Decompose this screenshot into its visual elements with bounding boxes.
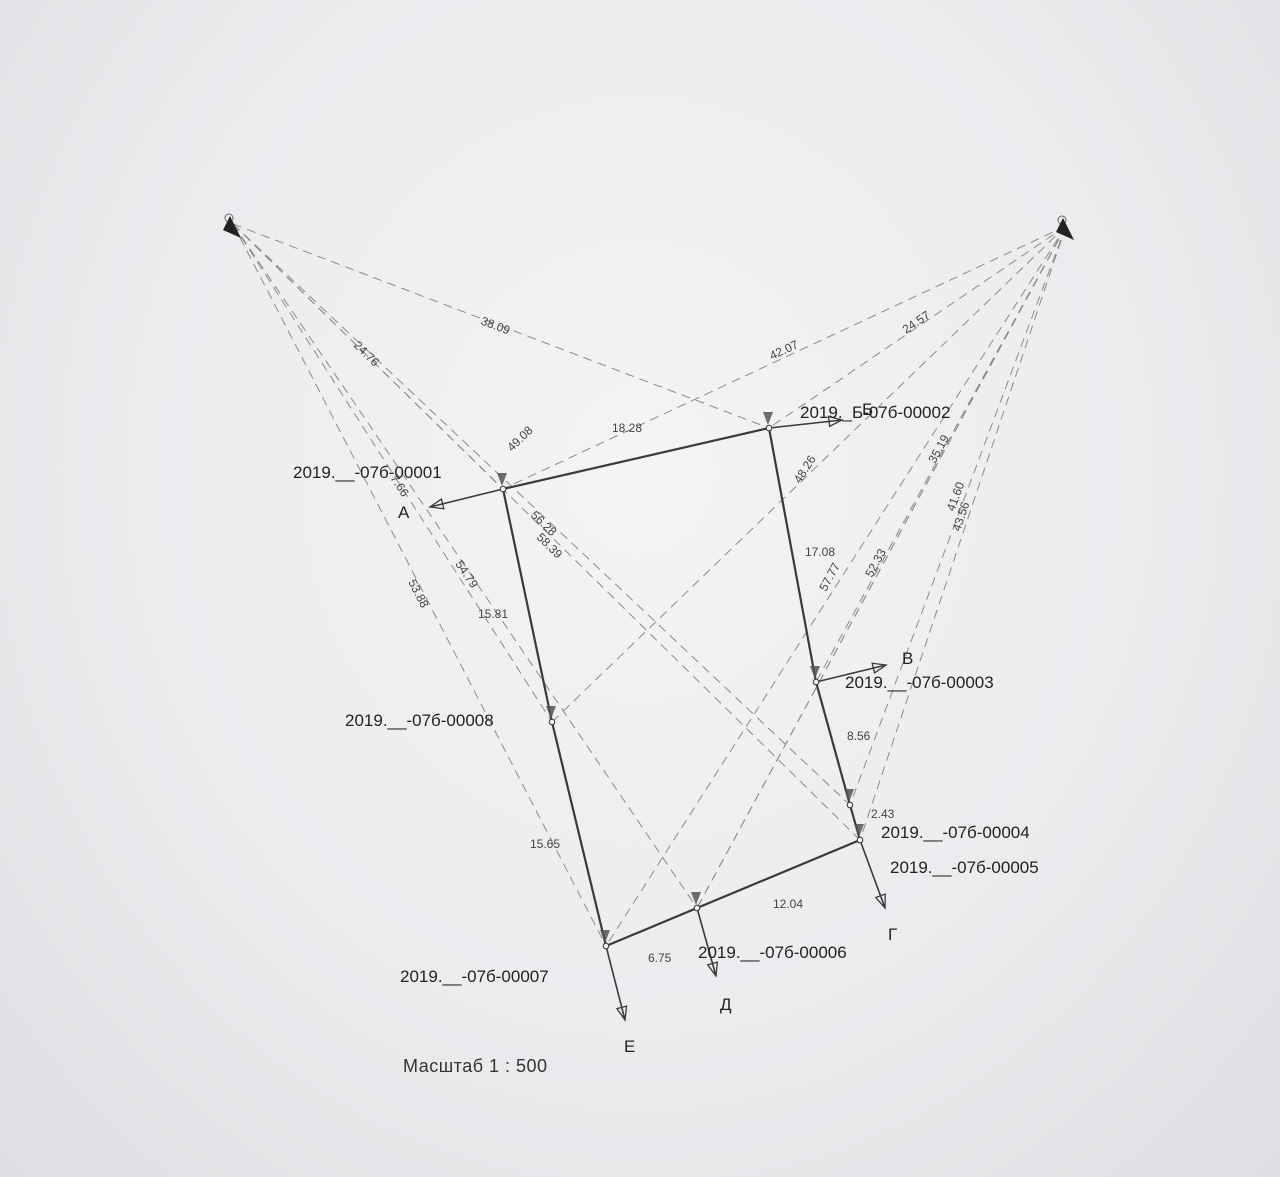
point-wedge-icon [763, 412, 773, 425]
control-ray-line [232, 223, 851, 806]
arrowhead-icon [428, 497, 445, 510]
arrowhead-icon [871, 662, 888, 674]
point-label: 2019.__-07б-00001 [293, 463, 442, 482]
ray-length-label: 49.08 [504, 423, 536, 454]
direction-letter: А [398, 503, 410, 522]
control-ray-line [859, 225, 1067, 841]
point-label: 2019.__-07б-00004 [881, 823, 1030, 842]
arrowhead-icon [874, 893, 886, 910]
boundary-segment [550, 721, 608, 947]
survey-point-marker [499, 485, 507, 493]
point-wedge-icon [546, 706, 556, 719]
survey-point-marker [812, 678, 820, 686]
markers-layer [223, 213, 1074, 950]
survey-point-marker [602, 942, 610, 950]
ray-length-label: 52.33 [862, 546, 889, 579]
point-label: 2019.__-07б-00005 [890, 858, 1039, 877]
point-label: 2019.__-07б-00006 [698, 943, 847, 962]
ray-length-label: 54.79 [453, 558, 482, 591]
labels-layer: 38.0924.7658.3956.2854.7953.887.6642.072… [293, 308, 1039, 1056]
boundary-segment [814, 681, 852, 806]
control-ray-line [232, 223, 553, 723]
arrowhead-icon [615, 1005, 628, 1022]
control-ray-line [232, 223, 698, 909]
control-ray-line [815, 225, 1067, 683]
segment-length-label: 12.04 [773, 897, 803, 911]
segment-length-label: 6.75 [648, 951, 672, 965]
control-ray-line [232, 223, 861, 841]
survey-point-marker [693, 904, 701, 912]
point-label: 2019.__-07б-00007 [400, 967, 549, 986]
arrowhead-icon [827, 415, 844, 428]
direction-arrow-line [859, 839, 886, 909]
control-ray-line [232, 223, 770, 429]
survey-point-marker [548, 718, 556, 726]
ray-length-label: 53.88 [405, 577, 431, 610]
direction-arrow-line [429, 488, 504, 508]
segment-length-label: 18.28 [612, 421, 642, 435]
survey-point-marker [846, 801, 854, 809]
point-wedge-icon [691, 892, 701, 905]
boundary-segment [501, 488, 554, 723]
scale-label: Масштаб 1 : 500 [403, 1056, 548, 1076]
segment-length-label: 15.81 [478, 607, 508, 621]
point-label: 2019.__-07б-00008 [345, 711, 494, 730]
ray-length-label: 57.77 [816, 560, 843, 593]
ray-length-label: 38.09 [479, 314, 512, 338]
direction-arrow-line [696, 907, 717, 977]
segment-length-label: 2.43 [871, 807, 895, 821]
boundary-segment [696, 838, 861, 910]
point-wedge-icon [810, 666, 820, 679]
direction-letter: Б [862, 400, 873, 419]
control-ray-line [605, 225, 1067, 947]
direction-arrow-line [815, 664, 887, 683]
direction-letter: Е [624, 1037, 635, 1056]
direction-arrows-layer [428, 415, 888, 1022]
direction-arrow-line [768, 419, 843, 429]
point-wedge-icon [600, 930, 610, 943]
control-ray-line [696, 225, 1067, 909]
point-label: 2019._Б-07б-00002 [800, 403, 950, 422]
ray-length-label: 24.57 [900, 308, 933, 337]
ray-length-label: 35.19 [925, 432, 952, 465]
ray-length-label: 24.76 [351, 338, 382, 369]
station-arrow-icon [223, 216, 241, 238]
point-wedge-icon [854, 824, 864, 837]
direction-letter: В [902, 649, 913, 668]
segment-length-label: 8.56 [847, 729, 871, 743]
control-rays-layer [232, 223, 1067, 947]
survey-point-marker [765, 424, 773, 432]
station-arrow-icon [1056, 218, 1074, 240]
boundary-segment [767, 427, 818, 683]
ray-length-label: 42.07 [767, 337, 800, 363]
segment-length-label: 15.65 [530, 837, 560, 851]
survey-point-marker [856, 836, 864, 844]
direction-letter: Д [720, 995, 732, 1014]
point-label: 2019.__-07б-00003 [845, 673, 994, 692]
direction-arrow-line [605, 945, 626, 1021]
control-ray-line [232, 223, 607, 947]
point-wedge-icon [844, 789, 854, 802]
boundary-layer [501, 426, 862, 948]
control-ray-line [849, 225, 1067, 806]
direction-letter: Г [888, 925, 897, 944]
boundary-segment [605, 906, 698, 948]
control-ray-line [696, 225, 1067, 909]
segment-length-label: 17.08 [805, 545, 835, 559]
control-ray-line [502, 225, 1067, 490]
arrowhead-icon [706, 961, 719, 978]
boundary-segment [502, 426, 770, 491]
point-wedge-icon [497, 473, 507, 486]
